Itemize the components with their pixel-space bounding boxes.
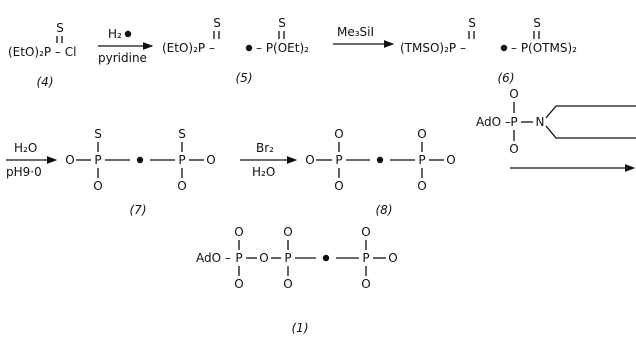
compound-7-label: (7) <box>130 203 147 217</box>
compound-1-label: (1) <box>292 321 309 335</box>
compound-4-label: (4) <box>37 75 54 89</box>
compound-4: S (EtO)₂P – Cl (4) <box>8 21 76 89</box>
atom-O: O <box>65 153 74 167</box>
atom-N: N <box>536 115 545 129</box>
atom-O: O <box>234 277 243 291</box>
atom-O: O <box>417 127 426 141</box>
reagent-1-bottom: pyridine <box>98 51 147 65</box>
atom-O: O <box>509 142 518 156</box>
atom-P: P <box>284 251 291 265</box>
atom-S: S <box>56 21 64 35</box>
compound-5-left: (EtO)₂P – <box>162 41 215 55</box>
atom-S: S <box>213 16 221 30</box>
atom-O: O <box>177 179 186 193</box>
atom-S: S <box>468 16 476 30</box>
atom-O: O <box>509 87 518 101</box>
reagent-1-top: H₂ <box>108 27 122 41</box>
bridge-dot <box>322 254 330 262</box>
reagent-3-bottom: pH9·0 <box>6 165 42 179</box>
atom-O: O <box>334 127 343 141</box>
piperidine-ring-bottom <box>545 125 636 139</box>
arrow-step-1: H₂ pyridine <box>98 27 154 65</box>
piperidine-ring-top <box>545 105 636 119</box>
atom-P: P <box>235 251 242 265</box>
atom-O: O <box>93 179 102 193</box>
atom-P: P <box>335 153 342 167</box>
reagent-3-top: H₂O <box>14 141 37 155</box>
compound-8-label: (8) <box>376 203 393 217</box>
atom-P: P <box>178 153 185 167</box>
compound-7: S S O P P O O O (7) <box>65 127 215 217</box>
atom-O: O <box>283 277 292 291</box>
compound-6-left: (TMSO)₂P – <box>400 41 466 55</box>
atom-O: O <box>446 153 455 167</box>
atom-O: O <box>361 225 370 239</box>
atom-S: S <box>533 16 541 30</box>
reagent-ado-prefix: AdO – <box>476 115 511 129</box>
atom-P: P <box>362 251 369 265</box>
atom-P: P <box>418 153 425 167</box>
atom-O: O <box>334 179 343 193</box>
arrow-step-3: H₂O pH9·0 <box>6 141 58 179</box>
compound-6-right: – P(OTMS)₂ <box>511 41 577 55</box>
compound-4-formula: (EtO)₂P – Cl <box>8 45 76 59</box>
atom-O: O <box>259 251 268 265</box>
compound-5: S S (EtO)₂P – – P(OEt)₂ (5) <box>162 16 309 85</box>
atom-O: O <box>361 277 370 291</box>
atom-O: O <box>388 251 397 265</box>
atom-P: P <box>510 115 517 129</box>
bridge-dot <box>245 44 253 52</box>
atom-S: S <box>278 16 286 30</box>
atom-S: S <box>94 127 102 141</box>
compound-8: O O O P P O O O (8) <box>305 127 455 217</box>
compound-6: S S (TMSO)₂P – – P(OTMS)₂ (6) <box>400 16 577 85</box>
compound-5-label: (5) <box>236 71 253 85</box>
compound-5-right: – P(OEt)₂ <box>256 41 309 55</box>
reagent-4-bottom: H₂O <box>252 165 275 179</box>
compound-6-label: (6) <box>498 71 515 85</box>
bridge-dot <box>500 44 508 52</box>
atom-O: O <box>417 179 426 193</box>
atom-O: O <box>283 225 292 239</box>
arrow-step-2: Me₃SiI <box>333 25 395 48</box>
compound-1-prefix: AdO – <box>196 251 231 265</box>
atom-O: O <box>206 153 215 167</box>
reagent-4-top: Br₂ <box>256 141 274 155</box>
bridge-dot <box>376 156 384 164</box>
reagent-ado-phosphoramidate: O AdO – P N O <box>476 87 636 156</box>
atom-S: S <box>178 127 186 141</box>
atom-P: P <box>94 153 101 167</box>
compound-1: O O O AdO – P O P P O O O O (1) <box>196 225 398 335</box>
atom-O: O <box>234 225 243 239</box>
bridge-dot <box>124 30 132 38</box>
bridge-dot <box>136 156 144 164</box>
arrow-step-4: Br₂ H₂O <box>240 141 298 179</box>
atom-O: O <box>305 153 314 167</box>
reagent-2-top: Me₃SiI <box>337 25 374 39</box>
